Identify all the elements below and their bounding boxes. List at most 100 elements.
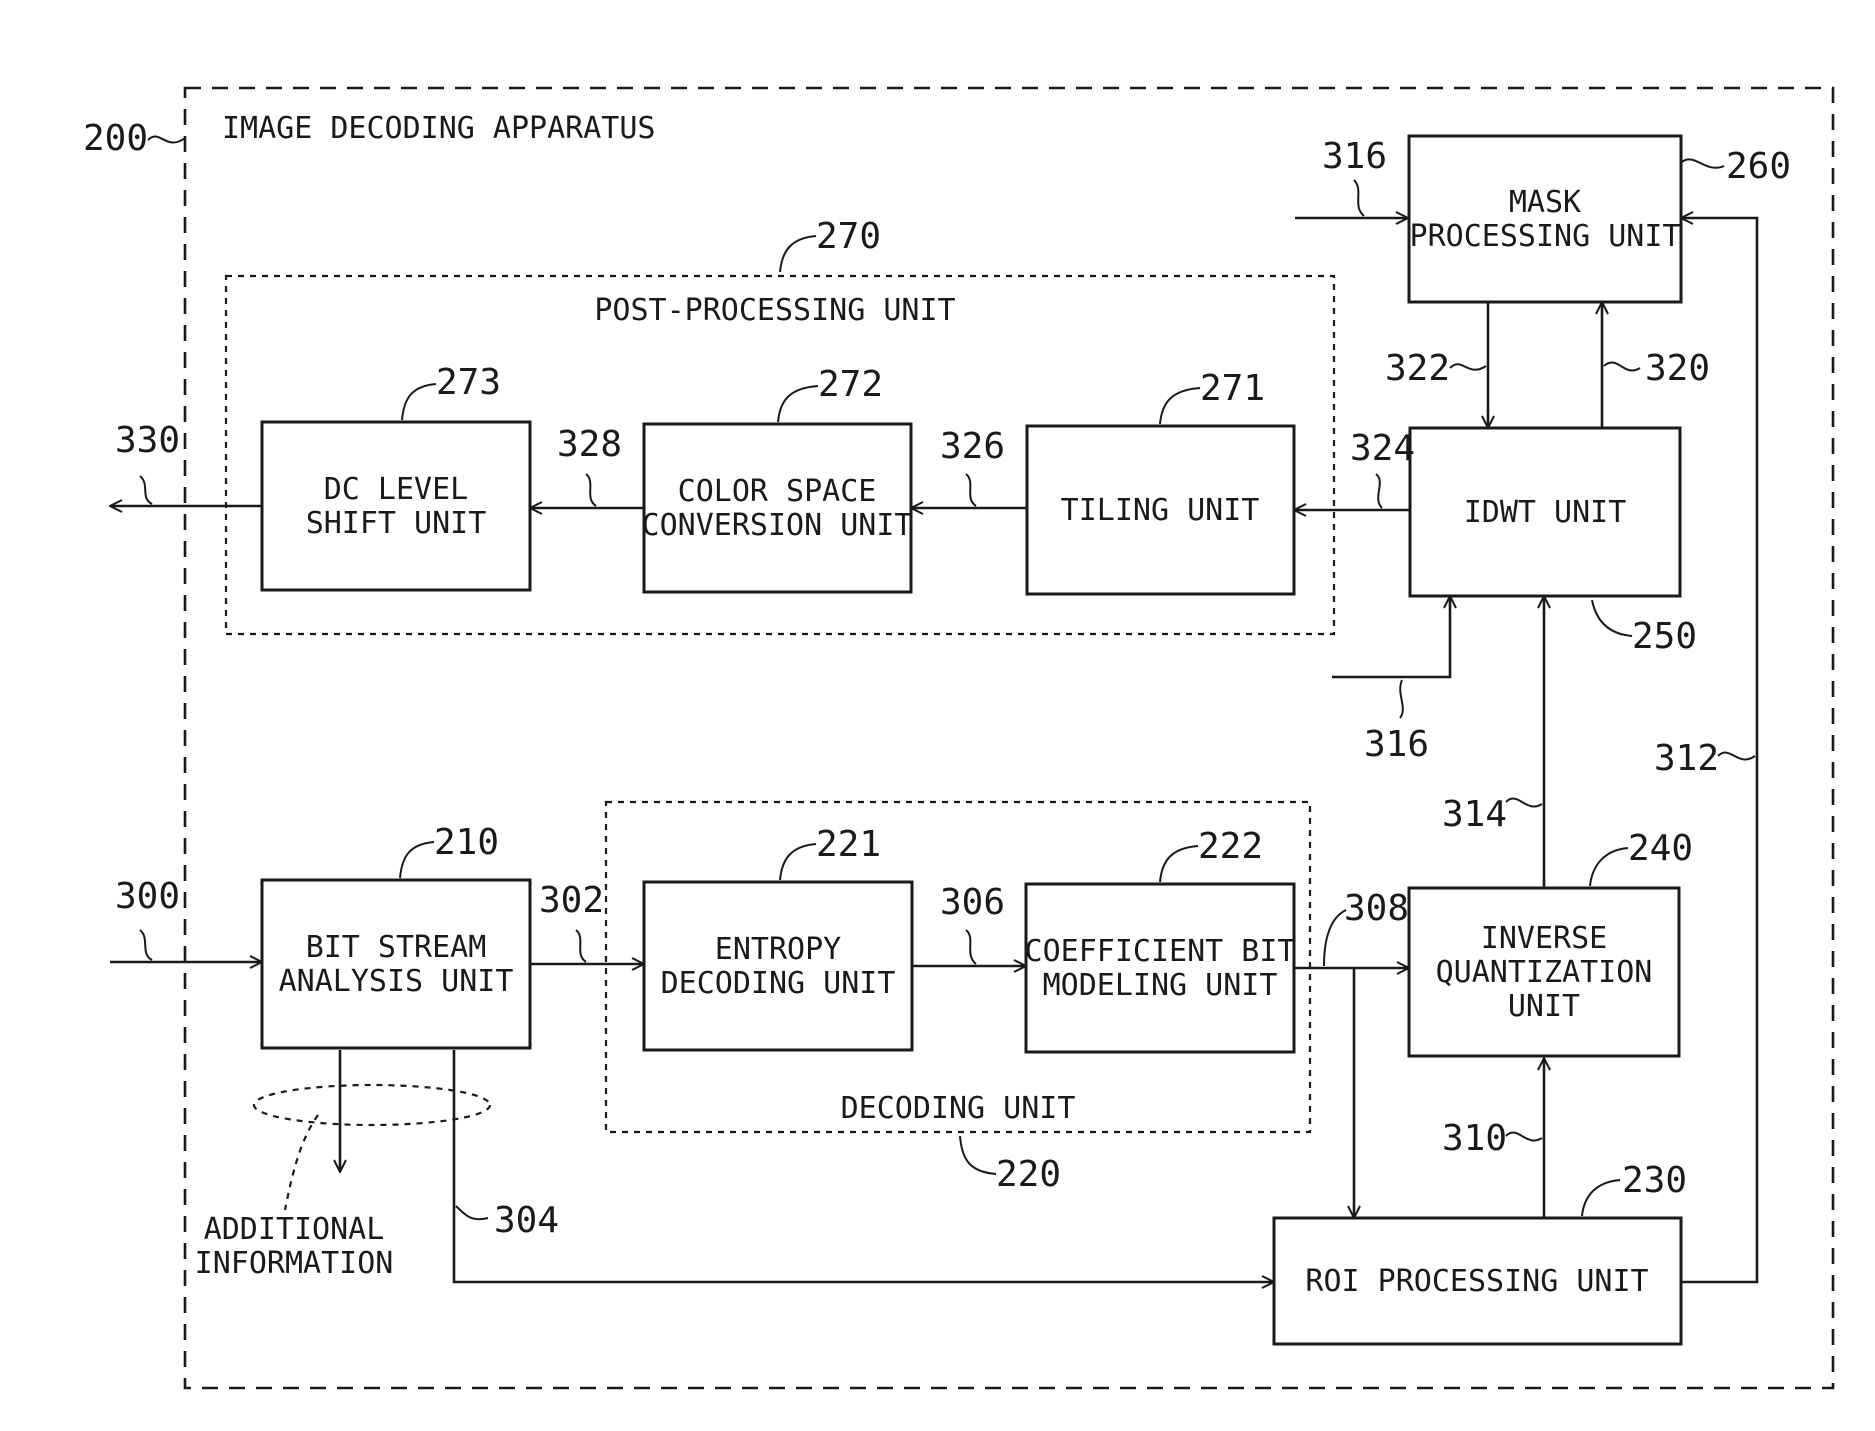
coefficient-bit-modeling-unit-label: COEFFICIENT BITMODELING UNIT	[1025, 934, 1296, 1003]
leader-308	[1324, 910, 1346, 966]
signal-302: 302	[539, 880, 604, 921]
dc-level-shift-unit-label: DC LEVELSHIFT UNIT	[306, 472, 487, 541]
color-space-conversion-unit-ref-leader	[778, 386, 818, 422]
signal-310: 310	[1442, 1118, 1507, 1159]
label-line: DECODING UNIT	[661, 966, 896, 1001]
mask-processing-unit-ref: 260	[1726, 146, 1791, 187]
label-line: UNIT	[1508, 989, 1580, 1024]
leader-314	[1506, 799, 1542, 807]
apparatus-title: IMAGE DECODING APPARATUS	[222, 111, 655, 146]
signal-316-top: 316	[1322, 136, 1387, 177]
additional-info-leader	[285, 1115, 318, 1210]
label-line: SHIFT UNIT	[306, 506, 487, 541]
color-space-conversion-unit: COLOR SPACECONVERSION UNIT 272	[642, 364, 913, 592]
signal-324: 324	[1350, 428, 1415, 469]
entropy-decoding-unit-ref-leader	[780, 844, 816, 880]
additional-information-label: ADDITIONALINFORMATION	[195, 1212, 394, 1281]
label-line: COEFFICIENT BIT	[1025, 934, 1296, 969]
label-line: IDWT UNIT	[1464, 495, 1627, 530]
idwt-unit-ref-leader	[1592, 600, 1632, 636]
leader-312	[1718, 753, 1755, 760]
signal-306: 306	[940, 882, 1005, 923]
dc-level-shift-unit-ref-leader	[402, 384, 436, 420]
leader-328	[586, 474, 596, 506]
label-line: TILING UNIT	[1061, 493, 1260, 528]
roi-processing-unit-label: ROI PROCESSING UNIT	[1305, 1264, 1648, 1299]
leader-302	[576, 930, 586, 962]
dc-level-shift-unit: DC LEVELSHIFT UNIT 273	[262, 362, 530, 590]
apparatus-ref-200: 200	[83, 118, 148, 159]
label-line: MODELING UNIT	[1043, 968, 1278, 1003]
signal-leaders	[140, 180, 1755, 1219]
post-processing-ref-leader	[780, 236, 816, 272]
leader-304	[456, 1206, 488, 1219]
bit-stream-analysis-unit-ref-leader	[400, 842, 434, 878]
decoding-ref: 220	[996, 1154, 1061, 1195]
label-line: INFORMATION	[195, 1246, 394, 1281]
signal-322: 322	[1385, 348, 1450, 389]
signal-330: 330	[115, 420, 180, 461]
post-processing-ref: 270	[816, 216, 881, 257]
leader-316-top	[1354, 180, 1364, 216]
label-line: ENTROPY	[715, 932, 841, 967]
bit-stream-analysis-unit: BIT STREAMANALYSIS UNIT 210	[262, 822, 530, 1048]
leader-330	[140, 476, 152, 504]
tiling-unit: TILING UNIT 271	[1027, 368, 1294, 594]
signal-304: 304	[494, 1200, 559, 1241]
leader-320	[1604, 363, 1640, 371]
leader-306	[966, 930, 976, 964]
leader-310	[1506, 1133, 1542, 1141]
signal-300: 300	[115, 876, 180, 917]
apparatus-ref-200-leader	[148, 137, 185, 143]
tiling-unit-label: TILING UNIT	[1061, 493, 1260, 528]
color-space-conversion-unit-label: COLOR SPACECONVERSION UNIT	[642, 474, 913, 543]
signal-328: 328	[557, 424, 622, 465]
roi-processing-unit: ROI PROCESSING UNIT 230	[1274, 1160, 1687, 1344]
signal-316-bottom: 316	[1364, 724, 1429, 765]
wire-304	[454, 1050, 1274, 1282]
label-line: ROI PROCESSING UNIT	[1305, 1264, 1648, 1299]
leader-316-bottom	[1400, 680, 1403, 718]
coefficient-bit-modeling-unit-ref: 222	[1198, 826, 1263, 867]
label-line: CONVERSION UNIT	[642, 508, 913, 543]
idwt-unit: IDWT UNIT 250	[1410, 428, 1697, 657]
idwt-unit-ref: 250	[1632, 616, 1697, 657]
leader-324	[1376, 474, 1382, 508]
label-line: ANALYSIS UNIT	[279, 964, 514, 999]
signal-326: 326	[940, 426, 1005, 467]
label-line: MASK	[1509, 185, 1581, 220]
roi-processing-unit-ref-leader	[1582, 1180, 1620, 1216]
bit-stream-analysis-unit-ref: 210	[434, 822, 499, 863]
inverse-quantization-unit-ref-leader	[1590, 848, 1628, 886]
roi-processing-unit-ref: 230	[1622, 1160, 1687, 1201]
signal-314: 314	[1442, 794, 1507, 835]
inverse-quantization-unit: INVERSEQUANTIZATIONUNIT 240	[1409, 828, 1693, 1056]
signal-312: 312	[1654, 738, 1719, 779]
entropy-decoding-unit-ref: 221	[816, 824, 881, 865]
color-space-conversion-unit-ref: 272	[818, 364, 883, 405]
inverse-quantization-unit-ref: 240	[1628, 828, 1693, 869]
signal-308: 308	[1344, 888, 1409, 929]
dc-level-shift-unit-ref: 273	[436, 362, 501, 403]
entropy-decoding-unit: ENTROPYDECODING UNIT 221	[644, 824, 912, 1050]
decoding-title: DECODING UNIT	[841, 1091, 1076, 1126]
leader-326	[966, 474, 976, 506]
bit-stream-analysis-unit-label: BIT STREAMANALYSIS UNIT	[279, 930, 514, 999]
label-line: BIT STREAM	[306, 930, 487, 965]
leader-300	[140, 930, 152, 960]
label-line: PROCESSING UNIT	[1410, 219, 1681, 254]
tiling-unit-ref: 271	[1200, 368, 1265, 409]
post-processing-title: POST-PROCESSING UNIT	[594, 293, 955, 328]
idwt-unit-label: IDWT UNIT	[1464, 495, 1627, 530]
coefficient-bit-modeling-unit-ref-leader	[1160, 846, 1198, 882]
label-line: DC LEVEL	[324, 472, 469, 507]
signal-320: 320	[1645, 348, 1710, 389]
mask-processing-unit-ref-leader	[1682, 159, 1724, 167]
label-line: COLOR SPACE	[678, 474, 877, 509]
coefficient-bit-modeling-unit: COEFFICIENT BITMODELING UNIT 222	[1025, 826, 1296, 1052]
label-line: INVERSE	[1481, 921, 1607, 956]
wire-316-bottom	[1332, 596, 1450, 677]
label-line: ADDITIONAL	[204, 1212, 385, 1247]
